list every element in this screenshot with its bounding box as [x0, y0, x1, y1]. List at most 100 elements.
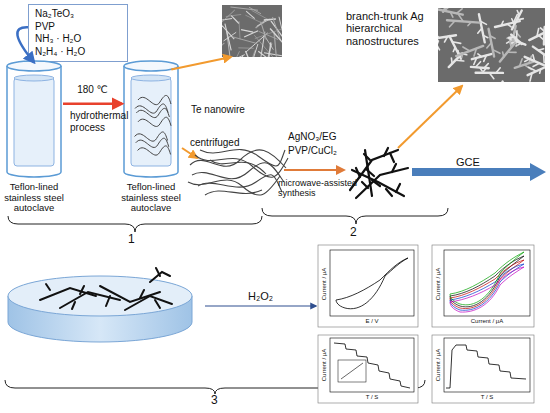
- amperometric-plot: [432, 335, 534, 403]
- sem-micrograph: [450, 21, 456, 27]
- flow-arrow: [17, 27, 34, 62]
- autoclave-outline: [124, 66, 178, 177]
- callout-number: 2: [350, 226, 357, 240]
- cv-plot: [318, 245, 418, 327]
- sem-micrograph: [503, 52, 504, 57]
- sem-micrograph: [529, 25, 545, 40]
- sem-image: Te nanowire: [222, 5, 282, 57]
- autoclave-outline: [131, 75, 171, 81]
- autoclave-outline: [135, 132, 168, 141]
- sem-micrograph: [484, 55, 487, 61]
- axis-label: T / S: [481, 394, 494, 401]
- axis-label: T / S: [366, 394, 379, 401]
- ag-branch-structure: [366, 169, 374, 176]
- sem-micrograph: [519, 59, 522, 67]
- node-text: NH₃ · H₂O: [35, 33, 121, 46]
- flow-arrow: [205, 305, 316, 306]
- autoclave-outline: [7, 61, 61, 71]
- sem-micrograph: [259, 31, 278, 39]
- sem-micrograph: [229, 51, 239, 57]
- ag-branch-structure: [396, 184, 400, 192]
- flow-arrow: [63, 102, 122, 105]
- nanowire-bundle: [188, 176, 280, 195]
- ag-branch-structure: [384, 148, 388, 156]
- flow-arrow: [284, 169, 344, 171]
- ag-branch-structure: [356, 168, 360, 177]
- cv-plot: [450, 267, 524, 312]
- nanowire-bundle: [210, 160, 266, 174]
- annotation-text: AgNO₃/EG: [288, 131, 337, 143]
- ag-branch-structure: [72, 302, 75, 309]
- autoclave: Teflon-lined stainless steel autoclave: [5, 60, 63, 178]
- group-bracket: [8, 216, 262, 232]
- sem-micrograph: [456, 46, 483, 56]
- electrode-dish: [8, 276, 192, 342]
- cv-plot: [432, 245, 534, 327]
- ag-branch-structure: [362, 182, 368, 188]
- sem-micrograph: [249, 7, 261, 13]
- ag-branch-structure: [46, 284, 50, 290]
- flow-arrow: [182, 148, 197, 158]
- sem-micrograph: [246, 33, 268, 52]
- cv-plot: [336, 258, 408, 309]
- annotation-text: H₂O₂: [248, 290, 273, 303]
- sem-micrograph: [474, 49, 476, 57]
- sem-micrograph: [516, 31, 518, 39]
- autoclave-outline: [5, 60, 63, 178]
- sem-micrograph: [490, 36, 495, 39]
- sem-micrograph: [241, 30, 253, 33]
- amperometric-plot: [330, 338, 414, 392]
- amperometric-plot: [432, 335, 534, 403]
- nanowire-bundle: [200, 150, 285, 166]
- amperometric-plot: [318, 335, 418, 403]
- amperometric-plot: [341, 363, 363, 379]
- ag-branch-structure: [125, 296, 172, 310]
- reagent-box: Na₂TeO₃PVPNH₃ · H₂ON₂H₄ · H₂O: [28, 4, 128, 62]
- cv-plot: [432, 245, 534, 327]
- ag-branch-structure: [350, 150, 398, 190]
- sem-micrograph: [222, 5, 282, 57]
- node-text: branch-trunk Ag hierarchical nanostructu…: [346, 10, 436, 47]
- sem-micrograph: [274, 32, 276, 56]
- node-text: PVP: [35, 21, 121, 34]
- sem-micrograph: [257, 19, 270, 26]
- sem-micrograph: [496, 68, 500, 73]
- axis-label: E / V: [365, 318, 378, 325]
- sem-micrograph: [533, 47, 545, 62]
- nanowire-bundle: [188, 150, 288, 196]
- sem-micrograph: [533, 55, 535, 61]
- sem-micrograph: [483, 35, 488, 37]
- ag-branch-structure: [106, 296, 110, 306]
- sem-micrograph: [231, 15, 239, 23]
- sem-micrograph: [480, 68, 482, 71]
- amperometric-plot: [444, 338, 530, 392]
- sem-micrograph: [457, 9, 463, 14]
- sem-micrograph: [462, 54, 463, 58]
- ag-branch-structure: [80, 286, 84, 294]
- sem-micrograph: [512, 19, 515, 25]
- sem-micrograph: [509, 36, 514, 39]
- sem-micrograph: [463, 47, 470, 51]
- autoclave: Teflon-lined stainless steel autoclave: [122, 60, 180, 178]
- annotation-text: GCE: [456, 156, 480, 169]
- sem-micrograph: [539, 36, 544, 40]
- sem-micrograph: [222, 43, 224, 57]
- sem-micrograph: [452, 42, 460, 44]
- cv-plot: [318, 245, 418, 327]
- autoclave-outline: [14, 75, 54, 81]
- sem-micrograph: [528, 67, 545, 75]
- sem-micrograph: [264, 53, 282, 57]
- ag-branch-structure: [350, 148, 408, 198]
- sem-micrograph: [500, 43, 515, 62]
- sem-micrograph: [539, 69, 542, 73]
- sem-micrograph: [507, 51, 516, 53]
- sem-micrograph: [438, 45, 440, 50]
- ag-branch-structure: [392, 164, 396, 172]
- sem-micrograph: [222, 5, 282, 57]
- annotation-text: hydrothermal process: [70, 110, 126, 133]
- axis-label: Current / μA: [321, 268, 328, 300]
- axis-label: Current / μA: [435, 349, 442, 381]
- sem-micrograph: [261, 22, 267, 40]
- sem-micrograph: [528, 67, 536, 71]
